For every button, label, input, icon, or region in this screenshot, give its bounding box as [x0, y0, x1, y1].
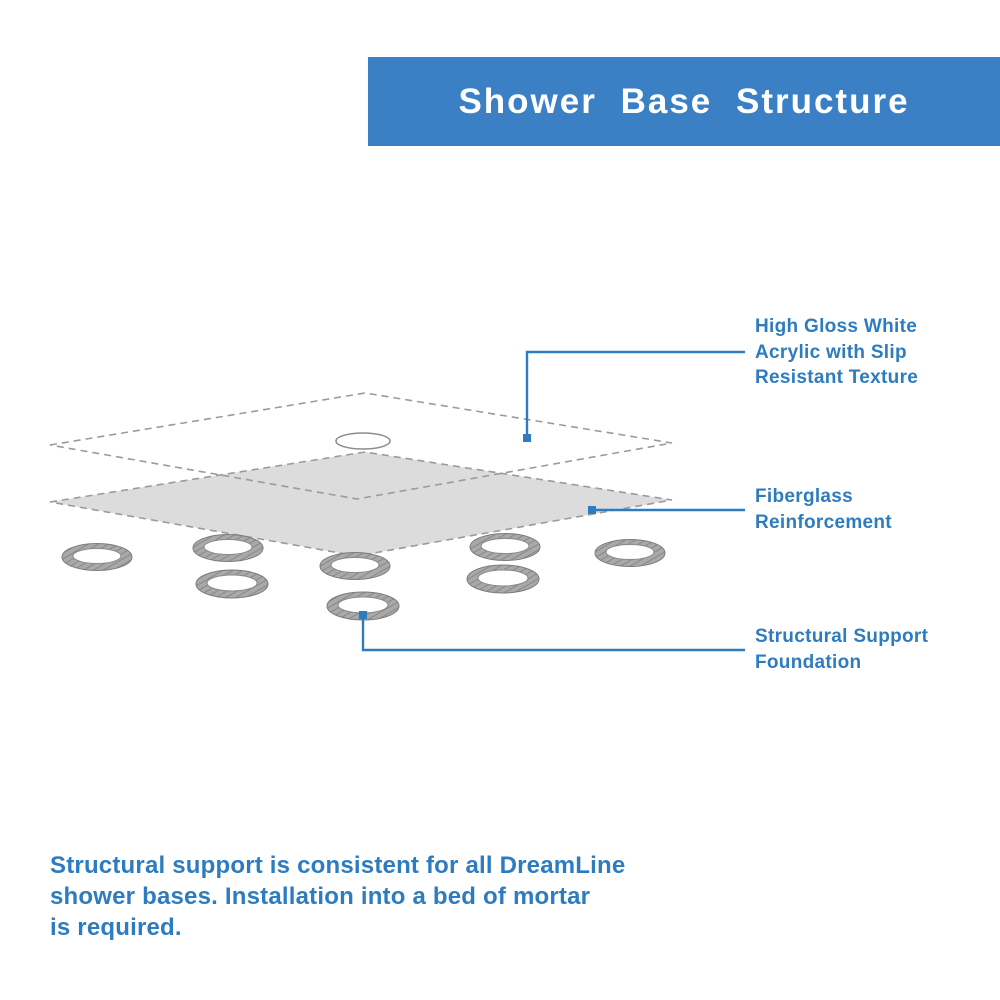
- callout-acrylic-label: High Gloss White Acrylic with Slip Resis…: [755, 316, 919, 389]
- foundation-leader-line: [361, 616, 745, 652]
- support-ring: [326, 591, 400, 621]
- callout-markers: [359, 434, 596, 619]
- fiberglass-marker: [588, 506, 596, 514]
- support-ring: [469, 533, 541, 561]
- support-ring: [61, 543, 133, 571]
- support-ring: [466, 564, 540, 594]
- support-ring: [319, 552, 391, 580]
- foundation-marker: [359, 611, 367, 619]
- footer-note: Structural support is consistent for all…: [50, 852, 626, 942]
- support-ring: [195, 569, 269, 599]
- acrylic-marker: [523, 434, 531, 442]
- title-banner: Shower Base Structure: [368, 57, 1000, 146]
- support-ring: [192, 534, 264, 562]
- acrylic-leader-line: [525, 350, 745, 438]
- callout-lines: [361, 350, 745, 652]
- acrylic-top-layer: [49, 392, 673, 500]
- page-title: Shower Base Structure: [458, 81, 910, 121]
- structural-support-rings: [61, 533, 666, 621]
- drain-hole: [335, 432, 391, 450]
- fiberglass-layer: [49, 451, 673, 557]
- callout-foundation-label: Structural Support Foundation: [755, 626, 929, 673]
- callout-fiberglass-label: Fiberglass Reinforcement: [755, 486, 892, 533]
- support-ring: [594, 539, 666, 567]
